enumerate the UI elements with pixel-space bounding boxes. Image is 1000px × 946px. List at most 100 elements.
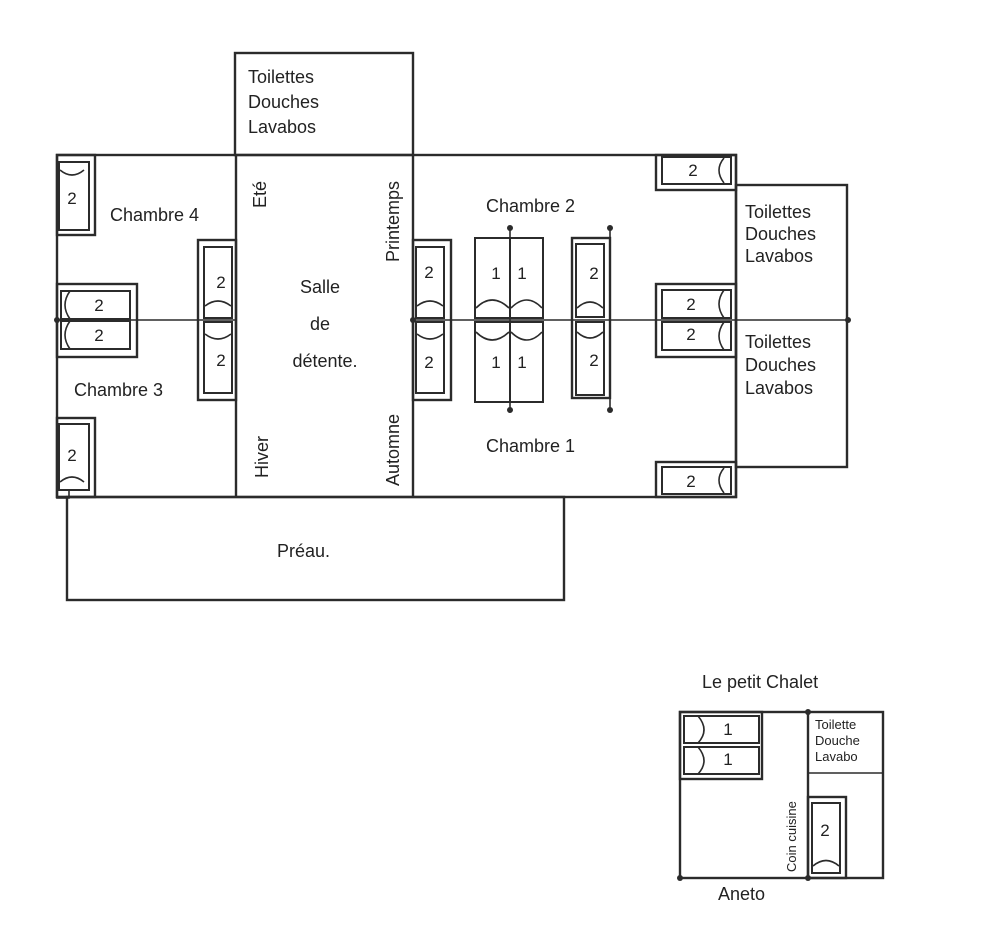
petit-chalet-title: Le petit Chalet <box>702 672 818 692</box>
top-annex-line-1: Toilettes <box>248 67 314 87</box>
bed <box>811 802 841 874</box>
divider-dot <box>805 875 811 881</box>
divider-dot <box>677 875 683 881</box>
bed <box>203 246 233 319</box>
bed-pillow <box>697 715 705 744</box>
chalet-name-label: Aneto <box>718 884 765 904</box>
bed-pillow <box>416 333 444 340</box>
main-building-labels: Toilettes Douches Lavabos Toilettes Douc… <box>74 67 816 561</box>
salle-line-1: Salle <box>300 277 340 297</box>
bed-pillow <box>475 331 510 341</box>
bed-label: 2 <box>216 273 225 292</box>
bed <box>60 290 131 320</box>
bed-pillow <box>475 299 510 309</box>
bed-label: 2 <box>589 351 598 370</box>
divider-dot <box>845 317 851 323</box>
bed-label: 2 <box>424 353 433 372</box>
bed-frame <box>806 795 848 880</box>
bed-pillow <box>697 746 705 775</box>
bed-frame <box>654 282 738 359</box>
petit-chalet: Le petit Chalet 1 1 2 Toilette Douche La… <box>677 672 885 904</box>
chalet-bath-line-1: Toilette <box>815 717 856 732</box>
chalet-bath-line-2: Douche <box>815 733 860 748</box>
right-annex-upper-line-3: Lavabos <box>745 246 813 266</box>
bed-label: 2 <box>688 161 697 180</box>
bed-label: 1 <box>491 264 500 283</box>
bed-pillow <box>718 289 725 319</box>
salle-line-3: détente. <box>292 351 357 371</box>
right-annex-lower-line-1: Toilettes <box>745 332 811 352</box>
top-annex-line-3: Lavabos <box>248 117 316 137</box>
divider-dot <box>410 317 416 323</box>
bed <box>661 466 732 495</box>
bed-pillow <box>718 467 725 494</box>
bed-frame <box>196 238 238 402</box>
bed-label: 2 <box>686 472 695 491</box>
right-annex-lower-line-2: Douches <box>745 355 816 375</box>
door-label-ete: Eté <box>250 181 270 208</box>
bed-label: 1 <box>723 720 732 739</box>
bed <box>683 715 760 744</box>
bed-label: 1 <box>491 353 500 372</box>
petit-chalet-outline <box>678 710 885 880</box>
chalet-bath-line-3: Lavabo <box>815 749 858 764</box>
door-label-printemps: Printemps <box>383 181 403 262</box>
bed-label: 2 <box>94 326 103 345</box>
divider-dot <box>507 225 513 231</box>
chalet-kitchen-label: Coin cuisine <box>784 801 799 872</box>
bed-pillow <box>204 333 232 340</box>
bed-label: 1 <box>517 353 526 372</box>
door-label-hiver: Hiver <box>252 436 272 478</box>
right-annex-upper-line-1: Toilettes <box>745 202 811 222</box>
divider-dots <box>54 225 851 413</box>
bed-label: 2 <box>424 263 433 282</box>
top-annex-line-2: Douches <box>248 92 319 112</box>
room-label-chambre-3: Chambre 3 <box>74 380 163 400</box>
bed-pillow <box>812 859 840 867</box>
bed-label: 2 <box>686 295 695 314</box>
bed-pillow <box>59 476 85 483</box>
bed-label: 2 <box>216 351 225 370</box>
door-label-automne: Automne <box>383 414 403 486</box>
bed-label: 1 <box>517 264 526 283</box>
bed-pillow <box>64 320 71 350</box>
bed-pillow <box>416 300 444 307</box>
top-annex-outline <box>233 51 415 157</box>
divider-dot <box>607 225 613 231</box>
room-label-chambre-1: Chambre 1 <box>486 436 575 456</box>
salle-line-2: de <box>310 314 330 334</box>
bed-label: 2 <box>686 325 695 344</box>
bed-label: 1 <box>723 750 732 769</box>
bed <box>415 321 445 394</box>
bed-pillow <box>59 169 85 176</box>
preau-label: Préau. <box>277 541 330 561</box>
bed-pillow <box>718 157 725 184</box>
bed-frame <box>55 153 97 237</box>
bed-pillow <box>510 299 543 309</box>
bed-label: 2 <box>589 264 598 283</box>
room-label-chambre-4: Chambre 4 <box>110 205 199 225</box>
bed-frame <box>678 710 764 781</box>
right-annex-upper-line-2: Douches <box>745 224 816 244</box>
divider-dot <box>805 709 811 715</box>
bed-frame <box>654 460 738 499</box>
divider-dot <box>507 407 513 413</box>
bed <box>60 320 131 350</box>
room-label-chambre-2: Chambre 2 <box>486 196 575 216</box>
divider-dot <box>54 317 60 323</box>
bed-label: 2 <box>94 296 103 315</box>
bed-pillow <box>718 321 725 351</box>
bed-label: 2 <box>67 446 76 465</box>
divider-dot <box>607 407 613 413</box>
bed-pillow <box>204 300 232 307</box>
bed <box>683 746 760 775</box>
preau-outline <box>65 495 566 602</box>
bed-label: 2 <box>67 189 76 208</box>
bed-pillow <box>510 331 543 341</box>
bed <box>203 321 233 394</box>
bed-pillow <box>576 331 604 339</box>
bed-pillow <box>64 290 71 320</box>
bed-label: 2 <box>820 821 829 840</box>
bed-pillow <box>576 301 604 309</box>
